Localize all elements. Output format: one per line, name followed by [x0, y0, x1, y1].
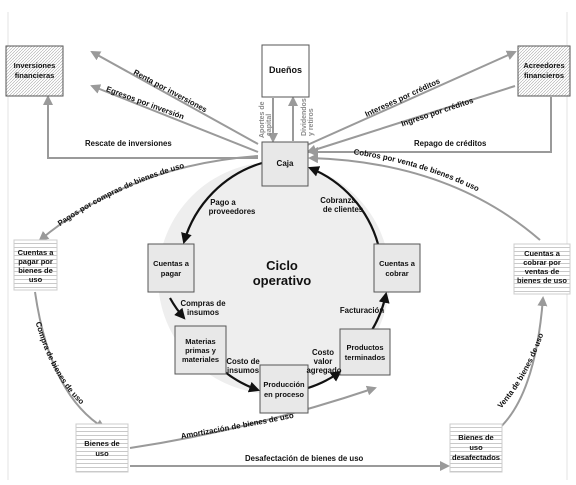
node-cuentas-cobrar: Cuentas a cobrar	[373, 243, 421, 293]
repago-arrow	[308, 97, 552, 157]
node-label: Dueños	[269, 65, 302, 75]
label-amortizacion: Amortización de bienes de uso	[180, 411, 295, 441]
label-repago: Repago de créditos	[414, 139, 487, 148]
node-cuentas-pagar: Cuentas a pagar	[147, 243, 195, 293]
node-label: financieros	[524, 71, 564, 80]
cycle-arc-pago	[181, 161, 263, 245]
node-label: Bienes de	[84, 439, 119, 448]
node-label: en proceso	[264, 390, 304, 399]
node-label: uso	[95, 449, 109, 458]
compra-bienes-arrow	[34, 291, 106, 430]
node-label: materiales	[182, 355, 219, 364]
label-pagos-compras: Pagos por compras de bienes de uso	[56, 161, 185, 228]
node-label: ventas de	[525, 267, 560, 276]
node-label: Cuentas a	[18, 248, 55, 257]
label-facturacion: Facturación	[340, 306, 384, 315]
node-label: Productos	[346, 343, 383, 352]
node-label: pagar por	[18, 257, 53, 266]
label-costo-valor-2: valor	[314, 357, 333, 366]
intereses-arrow	[304, 50, 517, 147]
cycle-arc-cobranza	[307, 166, 380, 245]
label-compras-insumos-1: Compras de	[180, 299, 226, 308]
node-label: desafectados	[452, 453, 500, 462]
node-productos: Productos terminados	[339, 328, 391, 376]
center-title-line: Ciclo	[266, 258, 298, 273]
node-label: pagar	[161, 269, 182, 278]
label-pago-proveedores-1: Pago a	[210, 198, 236, 207]
node-label: cobrar	[385, 269, 408, 278]
label-cobros-venta: Cobros por venta de bienes de uso	[353, 147, 481, 193]
label-compras-insumos-2: insumos	[187, 308, 220, 317]
label-desafectacion: Desafectación de bienes de uso	[245, 454, 364, 463]
node-label: uso	[29, 275, 43, 284]
node-bienes-desafectados: Bienes de uso desafectados	[449, 423, 503, 473]
node-inversiones: Inversiones financieras	[5, 45, 64, 97]
label-costo-insumos-1: Costo de	[226, 357, 260, 366]
node-duenos: Dueños	[261, 44, 310, 98]
label-ingreso-creditos: Ingreso por créditos	[400, 96, 475, 129]
node-label: financieras	[15, 71, 55, 80]
center-title-line: operativo	[253, 273, 312, 288]
label-aportes-1: Aportes de	[259, 101, 266, 138]
node-label: Inversiones	[14, 61, 56, 70]
node-acreedores: Acreedores financieros	[517, 45, 571, 97]
node-label: Producción	[263, 380, 305, 389]
label-costo-valor-3: agregado	[306, 366, 341, 375]
cobros-venta-arrow	[308, 153, 541, 241]
node-label: uso	[469, 443, 483, 452]
node-label: primas y	[185, 346, 217, 355]
label-pago-proveedores-2: proveedores	[209, 207, 256, 216]
egresos-arrow	[90, 84, 259, 153]
node-label: Materias	[185, 337, 215, 346]
node-label: Bienes de	[458, 433, 493, 442]
label-dividendos-2: y retiros	[308, 108, 315, 136]
node-cuentas-pagar-bienes: Cuentas a pagar por bienes de uso	[13, 239, 58, 291]
label-compra-bienes: Compra de bienes de uso	[34, 321, 86, 407]
node-label: Caja	[277, 159, 294, 168]
node-label: cobrar por	[523, 258, 561, 267]
cycle-arc-costo-valor	[307, 370, 342, 390]
node-materias-primas: Materias primas y materiales	[174, 325, 227, 375]
node-produccion: Producción en proceso	[259, 364, 309, 414]
node-cuentas-cobrar-ventas: Cuentas a cobrar por ventas de bienes de…	[513, 243, 571, 295]
pagos-compras-arrow	[38, 155, 259, 242]
venta-bienes-arrow	[494, 296, 548, 433]
node-label: Cuentas a	[524, 249, 561, 258]
node-label: Acreedores	[523, 61, 564, 70]
label-costo-insumos-2: insumos	[227, 366, 260, 375]
node-caja: Caja	[261, 141, 309, 187]
renta-arrow	[90, 51, 259, 145]
label-costo-valor-1: Costo	[312, 348, 334, 357]
node-bienes-uso: Bienes de uso	[75, 423, 129, 473]
node-label: bienes de uso	[517, 276, 567, 285]
amortizacion-arrow	[129, 385, 377, 449]
label-dividendos-1: Dividendos	[301, 98, 308, 136]
label-cobranza-2: de clientes	[323, 205, 364, 214]
center-title: Ciclo operativo	[253, 258, 312, 288]
node-label: terminados	[345, 353, 385, 362]
label-cobranza-1: Cobranza	[320, 196, 356, 205]
rescate-arrow	[43, 95, 258, 159]
node-label: Cuentas a	[153, 259, 190, 268]
label-aportes-2: capital	[266, 114, 273, 136]
ingreso-arrow	[306, 85, 516, 155]
node-label: bienes de	[18, 266, 53, 275]
node-label: Cuentas a	[379, 259, 416, 268]
external-flows	[34, 50, 552, 471]
label-rescate: Rescate de inversiones	[85, 139, 172, 148]
cycle-arc-compras	[169, 297, 186, 320]
